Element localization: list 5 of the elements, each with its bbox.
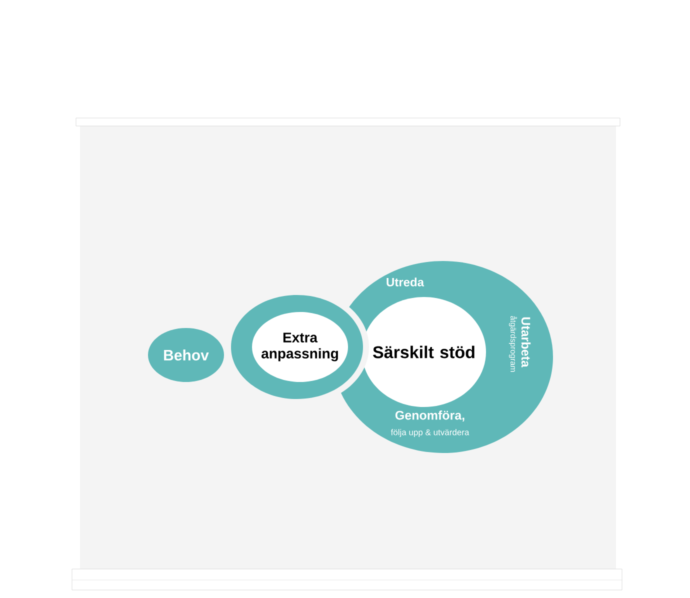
- ring-label: Genomföra,: [395, 410, 464, 422]
- ring-label: åtgärdsprogram: [508, 316, 518, 372]
- ring-label: Utreda: [386, 278, 424, 286]
- ring-label: följa upp & utvärdera: [390, 429, 470, 437]
- ring-label: Utarbeta: [521, 317, 531, 368]
